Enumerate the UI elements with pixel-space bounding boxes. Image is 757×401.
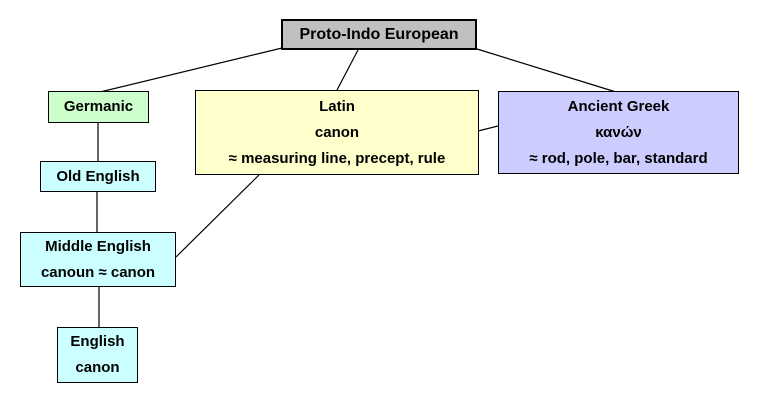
node-middle-english-word: canoun ≈ canon xyxy=(40,263,156,281)
edge-proto-to-germanic xyxy=(99,47,283,93)
node-latin-meaning: ≈ measuring line, precept, rule xyxy=(228,149,446,167)
node-greek-language: Ancient Greek xyxy=(567,97,670,115)
edge-latin-to-middle-english xyxy=(175,174,260,258)
node-germanic-label: Germanic xyxy=(63,98,134,115)
node-latin-language: Latin xyxy=(319,97,355,115)
edge-proto-to-greek xyxy=(476,48,617,93)
node-greek-word: κανών xyxy=(595,123,642,141)
node-english: English canon xyxy=(57,327,138,383)
node-proto-label: Proto-Indo European xyxy=(299,25,459,43)
node-latin: Latin canon ≈ measuring line, precept, r… xyxy=(195,90,479,175)
node-germanic: Germanic xyxy=(48,91,149,123)
edge-greek-to-latin xyxy=(477,125,499,132)
node-ancient-greek: Ancient Greek κανών ≈ rod, pole, bar, st… xyxy=(498,91,739,174)
node-middle-english: Middle English canoun ≈ canon xyxy=(20,232,176,287)
edge-proto-to-latin xyxy=(336,49,359,91)
node-english-language: English xyxy=(70,333,125,350)
node-middle-english-language: Middle English xyxy=(45,237,151,255)
node-greek-meaning: ≈ rod, pole, bar, standard xyxy=(529,149,708,167)
node-latin-word: canon xyxy=(314,123,360,141)
node-old-english: Old English xyxy=(40,161,156,192)
node-proto-indo-european: Proto-Indo European xyxy=(281,19,477,50)
node-english-word: canon xyxy=(75,359,120,376)
node-old-english-label: Old English xyxy=(56,167,140,185)
